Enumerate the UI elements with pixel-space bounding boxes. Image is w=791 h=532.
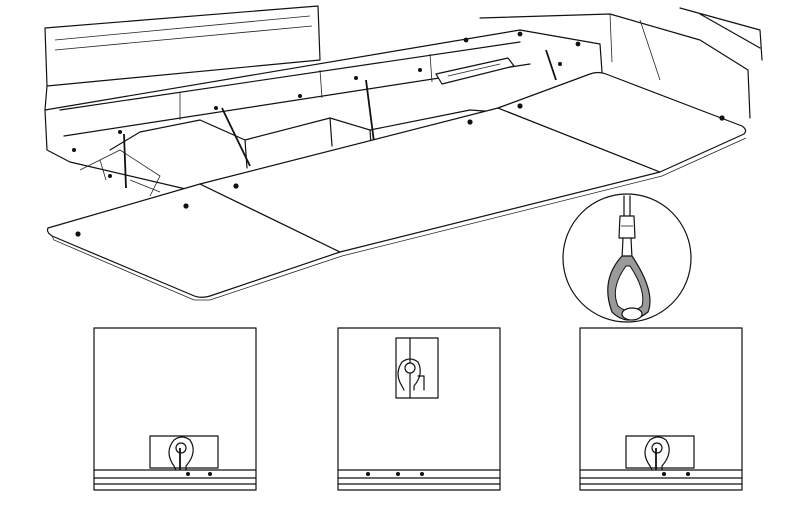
hanging-wires	[123, 49, 557, 189]
wire-loop-detail	[562, 193, 692, 323]
keyhole-view-right	[579, 327, 743, 491]
keyhole-view-center	[337, 327, 501, 491]
keyhole-view-left	[93, 327, 257, 491]
unit-housing	[44, 5, 763, 197]
ceiling-panels	[46, 71, 747, 301]
